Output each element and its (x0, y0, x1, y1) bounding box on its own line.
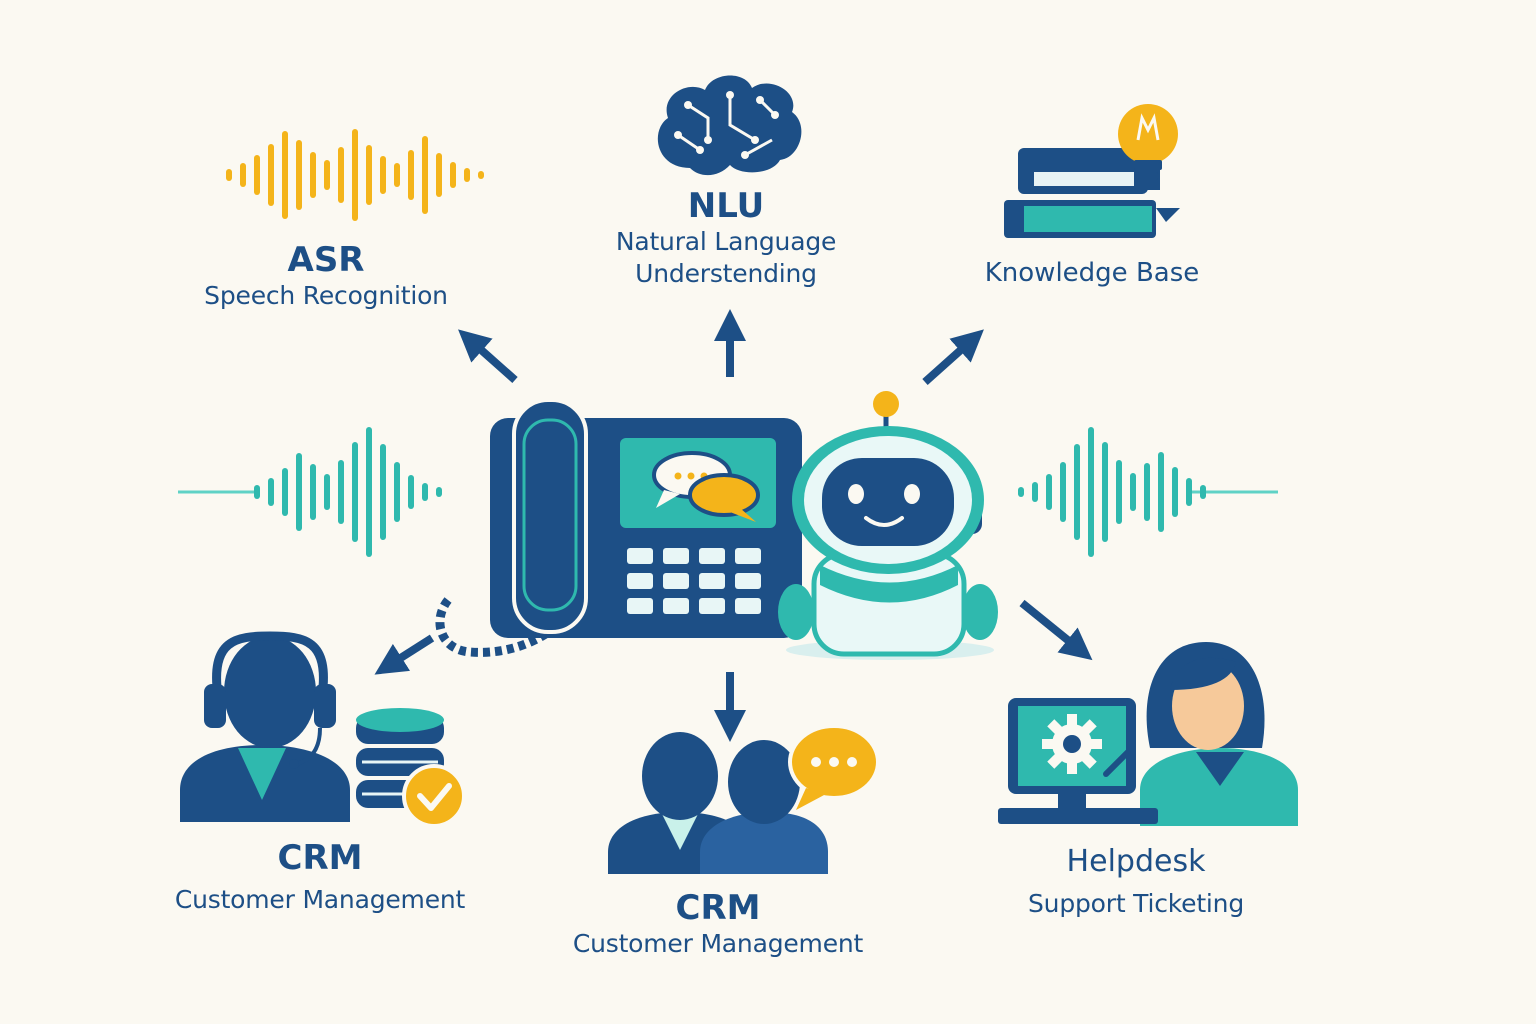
knowledge-base-title: Knowledge Base (984, 258, 1200, 288)
wave-bar (422, 136, 428, 214)
wave-bar (338, 460, 344, 524)
node-knowledge-base: Knowledge Base (985, 257, 1200, 290)
sound-wave-left-icon (254, 427, 442, 557)
brain-circuit-icon (657, 75, 802, 176)
sound-wave-icon (226, 129, 484, 221)
sound-wave-right-icon (1018, 427, 1206, 557)
asr-subtitle: Speech Recognition (204, 281, 448, 310)
wave-bar (254, 155, 260, 195)
wave-bar (464, 168, 470, 182)
arrow-to-crm-left (374, 634, 435, 675)
wave-bar (338, 147, 344, 203)
wave-bar (282, 468, 288, 516)
desk-phone-icon (435, 398, 802, 657)
crm-left-subtitle: Customer Management (174, 885, 466, 914)
wave-bar (380, 156, 386, 194)
helpdesk-subtitle: Support Ticketing (1028, 889, 1244, 918)
agent-headset-database-icon (180, 631, 466, 828)
nlu-title: NLU (687, 186, 765, 226)
support-agent-computer-icon (998, 642, 1298, 826)
arrow-to-knowledge-base (922, 329, 984, 385)
arrow-to-helpdesk (1019, 599, 1093, 661)
wave-bar (268, 144, 274, 206)
wave-bar (268, 478, 274, 506)
wave-bar (394, 163, 400, 187)
wave-bar (1088, 427, 1094, 557)
wave-bar (240, 163, 246, 187)
wave-bar (1046, 474, 1052, 510)
nlu-subtitle-line1: Natural Language (615, 227, 837, 256)
node-nlu: NLU Natural Language Understending (615, 186, 837, 290)
wave-bar (422, 483, 428, 501)
wave-bar (408, 150, 414, 200)
wave-bar (1186, 478, 1192, 506)
wave-bar (1018, 487, 1024, 497)
wave-bar (1102, 442, 1108, 542)
wave-bar (296, 140, 302, 210)
wave-bar (254, 485, 260, 499)
wave-bar (324, 474, 330, 510)
wave-bar (394, 462, 400, 522)
nlu-subtitle-line2: Understending (635, 259, 817, 288)
node-crm-bottom: CRM Customer Management (573, 888, 863, 960)
wave-bar (1144, 463, 1150, 521)
wave-bar (1116, 460, 1122, 524)
customers-chat-icon (608, 724, 880, 874)
robot-assistant-icon (778, 391, 998, 660)
wave-bar (226, 169, 232, 181)
crm-left-title: CRM (277, 838, 363, 878)
node-crm-left: CRM Customer Management (175, 838, 465, 916)
crm-bottom-title: CRM (675, 888, 761, 928)
wave-bar (366, 145, 372, 205)
wave-bar (1172, 467, 1178, 517)
wave-bar (1200, 485, 1206, 499)
wave-bar (450, 162, 456, 188)
wave-bar (436, 487, 442, 497)
arrows (374, 309, 1093, 742)
books-lightbulb-icon (1004, 104, 1180, 238)
wave-bar (352, 442, 358, 542)
wave-bar (282, 131, 288, 219)
gear-icon (1042, 714, 1102, 774)
wave-bar (310, 152, 316, 198)
wave-bar (1032, 482, 1038, 502)
wave-bar (408, 475, 414, 509)
arrow-to-asr (458, 329, 518, 383)
wave-bar (1130, 473, 1136, 511)
wave-bar (352, 129, 358, 221)
wave-bar (296, 453, 302, 531)
crm-bottom-subtitle: Customer Management (572, 929, 864, 958)
node-helpdesk: Helpdesk Support Ticketing (1028, 842, 1244, 920)
wave-bar (478, 171, 484, 179)
wave-bar (1074, 444, 1080, 540)
wave-bar (436, 153, 442, 197)
wave-bar (380, 444, 386, 540)
wave-bar (366, 427, 372, 557)
asr-title: ASR (287, 240, 365, 280)
wave-bar (324, 160, 330, 190)
wave-bar (1060, 462, 1066, 522)
wave-bar (1158, 452, 1164, 532)
helpdesk-title: Helpdesk (1066, 844, 1206, 879)
node-asr: ASR Speech Recognition (204, 240, 448, 312)
wave-bar (310, 464, 316, 520)
